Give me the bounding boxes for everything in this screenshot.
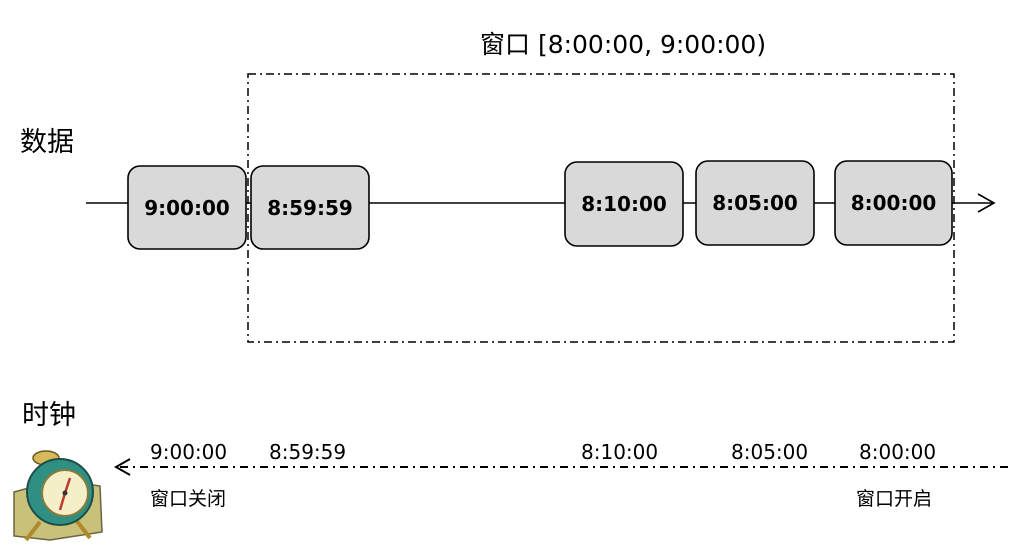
clock-tick-label: 8:10:00 — [581, 440, 659, 464]
event-box — [127, 165, 247, 250]
event-time: 8:10:00 — [581, 192, 667, 216]
clock-tick-label: 8:00:00 — [859, 440, 937, 464]
event-box — [564, 161, 684, 247]
clock-timeline-arrowhead — [113, 458, 131, 476]
clock-tick-label: 9:00:00 — [150, 440, 228, 464]
alarm-clock-icon — [13, 450, 103, 542]
window-title: 窗口 [8:00:00, 9:00:00) — [480, 30, 767, 59]
event-box — [834, 160, 953, 246]
event-time: 8:00:00 — [850, 191, 937, 215]
clock-tick-label: 8:59:59 — [269, 440, 347, 464]
data-timeline-arrowhead — [977, 193, 996, 213]
event-time: 8:59:59 — [267, 196, 353, 220]
clock-row-label: 时钟 — [22, 400, 76, 431]
event-time: 9:00:00 — [144, 196, 230, 220]
clock-tick-label: 8:05:00 — [731, 440, 809, 464]
event-box — [250, 165, 370, 250]
window-frame — [247, 73, 955, 343]
event-box — [695, 160, 815, 246]
data-row-label: 数据 — [20, 127, 74, 158]
window-close-caption: 窗口关闭 — [150, 488, 227, 510]
event-time: 8:05:00 — [712, 191, 798, 215]
window-open-caption: 窗口开启 — [856, 488, 933, 510]
